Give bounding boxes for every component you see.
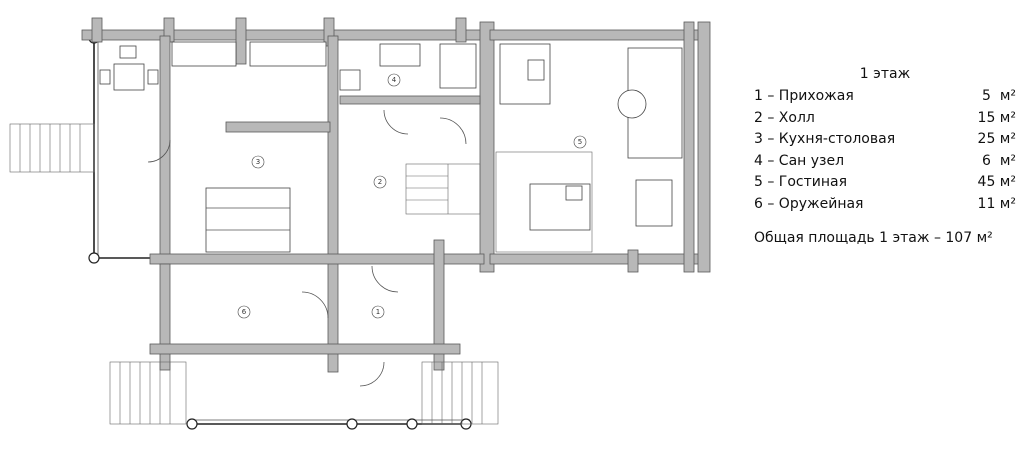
legend-room-name: 6 – Оружейная (754, 195, 864, 212)
legend-room-area: 5 м² (982, 88, 1016, 104)
furniture (99, 41, 683, 253)
legend-room-area: 25 м² (977, 131, 1016, 147)
room-legend: 1 этаж 1 – Прихожая 5 м² 2 – Холл 15 м² … (754, 66, 1016, 246)
legend-row: 5 – Гостиная 45 м² (754, 172, 1016, 194)
floor-title: 1 этаж (859, 66, 911, 82)
room-marker-3: 3 (251, 155, 265, 169)
svg-text:1: 1 (376, 308, 380, 316)
svg-text:4: 4 (392, 76, 397, 84)
legend-row: 6 – Оружейная 11 м² (754, 194, 1016, 216)
legend-room-name: 3 – Кухня-столовая (754, 131, 896, 147)
legend-room-area: 11 м² (977, 195, 1016, 212)
legend-room-name: 4 – Сан узел (754, 152, 845, 169)
svg-text:5: 5 (578, 138, 582, 146)
room-marker-6: 6 (237, 305, 251, 319)
total-area: Общая площадь 1 этаж – 107 м² (754, 230, 993, 246)
floor-plan: 1 2 3 4 5 6 (9, 17, 711, 430)
bottom-veranda (109, 361, 499, 430)
legend-room-name: 2 – Холл (754, 109, 815, 126)
legend-row: 3 – Кухня-столовая 25 м² (754, 129, 1016, 151)
left-stairs (9, 123, 95, 173)
legend-row: 4 – Сан узел 6 м² (754, 151, 1016, 173)
doors (147, 109, 467, 387)
legend-room-area: 6 м² (982, 152, 1016, 169)
legend-room-area: 45 м² (977, 174, 1016, 190)
room-markers: 1 2 3 4 5 6 (237, 73, 587, 319)
legend-room-name: 1 – Прихожая (754, 88, 854, 104)
room-marker-5: 5 (573, 135, 587, 149)
walls (81, 17, 711, 373)
legend-room-name: 5 – Гостиная (754, 174, 848, 190)
svg-text:2: 2 (378, 178, 382, 186)
svg-text:3: 3 (256, 158, 260, 166)
room-marker-2: 2 (373, 175, 387, 189)
room-marker-4: 4 (387, 73, 401, 87)
svg-text:6: 6 (242, 308, 247, 316)
room-marker-1: 1 (371, 305, 385, 319)
legend-room-area: 15 м² (977, 109, 1016, 126)
legend-row: 1 – Прихожая 5 м² (754, 86, 1016, 108)
legend-row: 2 – Холл 15 м² (754, 108, 1016, 130)
